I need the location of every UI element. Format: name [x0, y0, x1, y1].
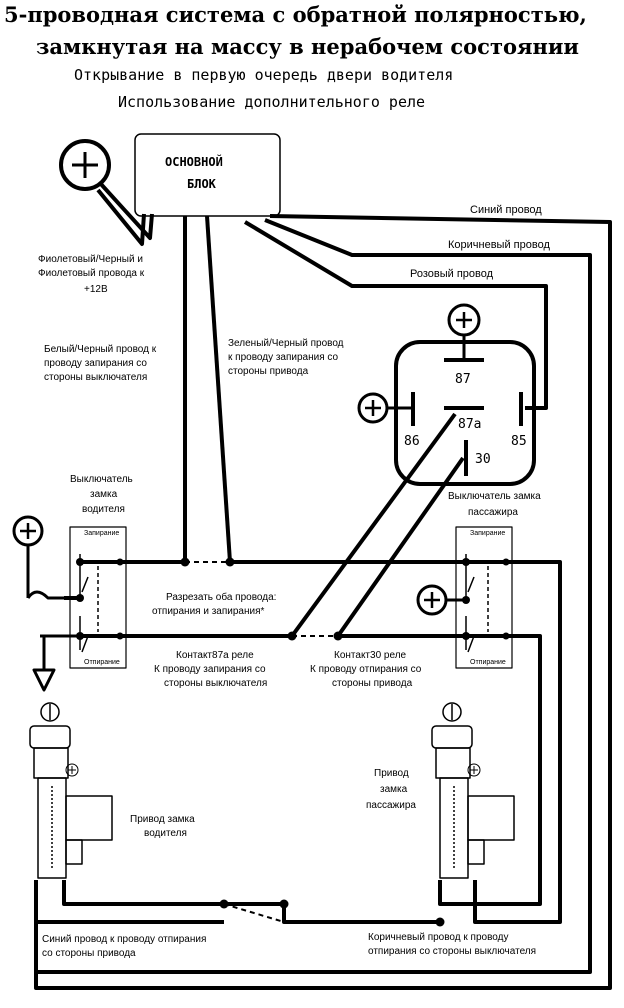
relay-plus-icon: [447, 303, 481, 337]
green-wire-label-2: к проводу запирания со: [228, 352, 339, 363]
plus-terminal-icon: [59, 139, 111, 191]
contact-87a-note-1: Контакт87а реле: [176, 650, 254, 661]
contact-30-note-2: К проводу отпирания со: [310, 664, 422, 675]
green-black-wire: [205, 215, 232, 563]
main-unit-label-2: БЛОК: [187, 177, 217, 191]
relay-87a-wire: [290, 412, 457, 638]
contact-30-note-3: стороны привода: [332, 678, 413, 689]
green-wire-label-3: стороны привода: [228, 366, 309, 377]
driver-switch-unlock: Отпирание: [84, 659, 120, 666]
relay-30-wire: [336, 456, 465, 638]
relay-pin-30: 30: [475, 452, 491, 467]
pink-wire: [243, 220, 548, 410]
driver-actuator: [29, 725, 113, 879]
bottom-brown-note-1: Коричневый провод к проводу: [368, 932, 508, 943]
passenger-plus-icon: [416, 584, 448, 616]
ground-wire: [40, 634, 80, 670]
violet-wire-label-1: Фиолетовый/Черный и: [38, 254, 143, 265]
title-line-1: 5-проводная система с обратной полярност…: [4, 2, 587, 27]
driver-plus-icon: [12, 515, 44, 547]
lock-bus-line-right: [230, 560, 562, 924]
violet-black-wire: [96, 188, 146, 246]
relay-pin-87a: 87a: [458, 417, 481, 432]
green-wire-label-1: Зеленый/Черный провод: [228, 338, 344, 349]
relay-86-plus-icon: [357, 392, 389, 424]
title-line-2: замкнутая на массу в нерабочем состоянии: [36, 34, 579, 59]
driver-switch-label-1: Выключатель: [70, 474, 133, 485]
passenger-switch-unlock: Отпирание: [470, 659, 506, 666]
brown-wire: [38, 218, 592, 974]
contact-87a-note-2: К проводу запирания со: [154, 664, 266, 675]
driver-switch-label-2: замка: [90, 489, 118, 500]
driver-actuator-label-2: водителя: [144, 828, 187, 839]
driver-switch-label-3: водителя: [82, 504, 125, 515]
violet-wire: [98, 181, 154, 240]
contact-30-note-1: Контакт30 реле: [334, 650, 407, 661]
ground-icon: [32, 668, 56, 692]
white-wire-label-1: Белый/Черный провод к: [44, 344, 157, 355]
relay-pin-87: 87: [455, 372, 471, 387]
key-icon: [40, 702, 60, 722]
driver-actuator-wire-b: [62, 880, 440, 924]
cut-note-1: Разрезать оба провода:: [166, 591, 276, 603]
white-wire-label-3: стороны выключателя: [44, 372, 147, 383]
bottom-brown-note-2: отпирания со стороны выключателя: [368, 946, 536, 957]
passenger-actuator-label-1: Привод: [374, 768, 409, 779]
relay-pin-85: 85: [511, 434, 527, 449]
passenger-switch-box: [455, 526, 513, 669]
driver-switch-box: [69, 526, 127, 669]
violet-wire-label-2: Фиолетовый провода к: [38, 268, 145, 279]
relay-pin-86: 86: [404, 434, 420, 449]
brown-wire-label: Коричневый провод: [448, 239, 550, 251]
passenger-actuator-label-3: пассажира: [366, 800, 416, 811]
passenger-switch-label-1: Выключатель замка: [448, 491, 541, 502]
unlock-bus-line-right: [338, 634, 542, 906]
pink-wire-label: Розовый провод: [410, 268, 494, 280]
passenger-actuator-label-2: замка: [380, 784, 408, 795]
driver-actuator-label-1: Привод замка: [130, 814, 195, 825]
key-icon: [442, 702, 462, 722]
driver-actuator-wire-a: [34, 880, 224, 924]
passenger-actuator: [431, 725, 515, 879]
bottom-blue-note-1: Синий провод к проводу отпирания: [42, 934, 206, 945]
subtitle-line-2: Использование дополнительного реле: [118, 93, 425, 111]
passenger-switch-lock: Запирание: [470, 530, 505, 537]
violet-wire-label-3: +12В: [84, 284, 108, 295]
bottom-blue-note-2: со стороны привода: [42, 948, 136, 959]
main-unit-box: [134, 133, 281, 217]
blue-wire-label: Синий провод: [470, 204, 542, 216]
contact-87a-note-3: стороны выключателя: [164, 678, 267, 689]
driver-switch-lock: Запирание: [84, 530, 119, 537]
passenger-switch-label-2: пассажира: [468, 507, 518, 518]
white-wire-label-2: проводу запирания со: [44, 358, 147, 369]
cut-note-2: отпирания и запирания*: [152, 606, 265, 617]
blue-wire: [34, 214, 612, 990]
subtitle-line-1: Открывание в первую очередь двери водите…: [74, 66, 453, 84]
junction-dots: [76, 557, 510, 927]
main-unit-label-1: ОСНОВНОЙ: [165, 154, 223, 169]
